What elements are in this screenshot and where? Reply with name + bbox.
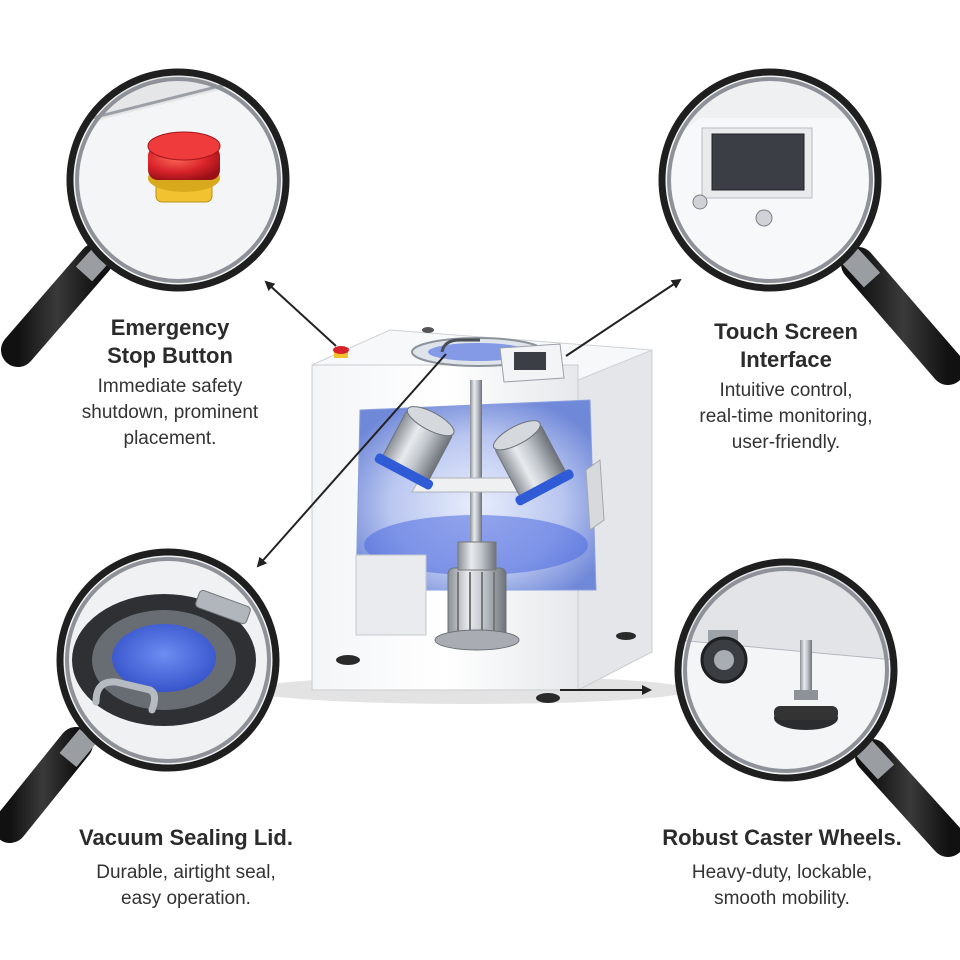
lid-handle: [440, 338, 480, 353]
planetary-mixer-machine: [250, 327, 690, 704]
callout-title: Robust Caster Wheels.: [662, 825, 902, 850]
callout-desc-line: Intuitive control,: [719, 380, 853, 401]
magnifier-handle: [0, 727, 97, 843]
callout-caster-wheels: Robust Caster Wheels. Heavy-duty, lockab…: [640, 824, 924, 912]
callout-touch-screen: Touch Screen Interface Intuitive control…: [668, 318, 904, 456]
magnifier-rim: [66, 68, 290, 292]
top-knob: [422, 327, 434, 333]
magnifier-touch-screen: [658, 68, 960, 385]
magnifier-caster-wheels: [674, 558, 960, 857]
leveling-foot: [774, 640, 838, 730]
callout-title-line: Emergency: [110, 315, 230, 340]
magnifier-emergency-stop: [1, 68, 290, 367]
rear-right-foot: [616, 632, 636, 640]
callout-desc-line: Heavy-duty, lockable,: [691, 862, 873, 883]
callout-desc-line: easy operation.: [121, 888, 251, 909]
callout-description: Intuitive control, real-time monitoring,…: [668, 378, 904, 456]
front-left-foot: [336, 655, 360, 665]
callout-desc-line: Durable, airtight seal,: [96, 862, 276, 883]
callout-title: Vacuum Sealing Lid.: [79, 825, 293, 850]
machine-stop-button: [333, 346, 349, 354]
magnifier-handle: [841, 247, 960, 385]
magnifier-vacuum-lid: [0, 548, 280, 843]
callout-desc-line: placement.: [123, 428, 217, 449]
lid-handle-closeup: [92, 678, 159, 714]
lower-compartment: [355, 554, 427, 636]
callout-emergency-stop: Emergency Stop Button Immediate safety s…: [50, 314, 290, 452]
callout-description: Heavy-duty, lockable, smooth mobility.: [640, 860, 924, 912]
callout-title-line: Interface: [740, 347, 832, 372]
callout-description: Immediate safety shutdown, prominent pla…: [50, 374, 290, 452]
callout-desc-line: Immediate safety: [97, 376, 243, 397]
callout-title-line: Stop Button: [107, 343, 233, 368]
vacuum-lid-closeup: [72, 589, 256, 726]
emergency-stop-button: [147, 131, 221, 203]
right-mixing-jar: [493, 420, 574, 506]
blue-viewing-window: [112, 624, 216, 692]
touch-screen-panel: [692, 127, 813, 227]
callout-desc-line: shutdown, prominent: [81, 402, 259, 423]
machine-touch-screen: [514, 352, 546, 370]
callout-title: Touch Screen Interface: [668, 318, 904, 374]
callout-arrows: [256, 278, 682, 695]
left-mixing-jar: [374, 406, 455, 490]
arrow-vacuum-lid: [256, 353, 447, 568]
caster-wheel: [700, 630, 748, 684]
callout-title: Emergency Stop Button: [50, 314, 290, 370]
callout-description: Durable, airtight seal, easy operation.: [48, 860, 324, 912]
callout-desc-line: user-friendly.: [731, 432, 841, 453]
magnifier-handle: [855, 739, 960, 857]
callout-vacuum-lid: Vacuum Sealing Lid. Durable, airtight se…: [48, 824, 324, 912]
lid-hinge: [195, 589, 251, 625]
callout-desc-line: real-time monitoring,: [699, 406, 873, 427]
callout-desc-line: smooth mobility.: [714, 888, 850, 909]
front-right-foot: [536, 693, 560, 703]
arrow-emergency-stop: [264, 280, 337, 347]
drive-motor: [434, 541, 520, 651]
side-handle: [585, 459, 605, 531]
callout-title-line: Touch Screen: [714, 319, 858, 344]
arrow-touch-screen: [565, 278, 682, 357]
